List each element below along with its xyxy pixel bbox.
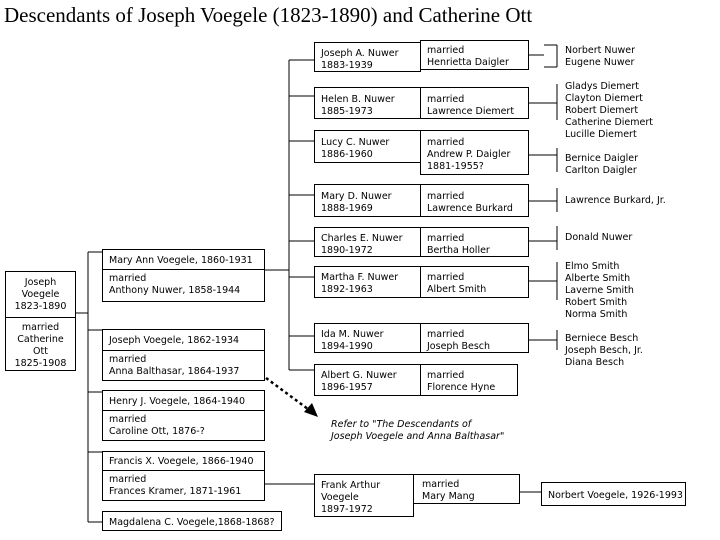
child-spouse: married Anna Balthasar, 1864-1937 [109, 354, 240, 377]
child-box-henry: Henry J. Voegele, 1864-1940 married Caro… [102, 390, 265, 441]
child-box-joseph: Joseph Voegele, 1862-1934 married Anna B… [102, 329, 265, 381]
root-person: Joseph Voegele 1823-1890 [14, 277, 67, 312]
child-person: Mary Ann Voegele, 1860-1931 [109, 255, 253, 266]
great-grandchildren-joseph-a: Norbert Nuwer Eugene Nuwer [565, 45, 635, 68]
child-box-mary-ann: Mary Ann Voegele, 1860-1931 married Anth… [102, 249, 265, 302]
child-person: Joseph Voegele, 1862-1934 [109, 335, 240, 346]
francis-child-spouse: married Mary Mang [413, 474, 520, 504]
grandchild-person-martha: Martha F. Nuwer 1892-1963 [314, 266, 421, 298]
grandchild-spouse-albert: married Florence Hyne [420, 364, 518, 396]
grandchild-spouse-joseph-a: married Henrietta Daigler [420, 40, 529, 70]
reference-note: Refer to "The Descendants of Joseph Voeg… [331, 419, 505, 442]
child-spouse: married Frances Kramer, 1871-1961 [109, 474, 242, 497]
grandchild-person-helen: Helen B. Nuwer 1885-1973 [314, 87, 421, 119]
child-spouse: married Anthony Nuwer, 1858-1944 [109, 273, 241, 296]
grandchild-person-ida: Ida M. Nuwer 1894-1990 [314, 323, 421, 353]
grandchild-spouse-mary-d: married Lawrence Burkard [420, 184, 529, 217]
child-person: Henry J. Voegele, 1864-1940 [109, 396, 245, 407]
grandchild-person-mary-d: Mary D. Nuwer 1888-1969 [314, 184, 421, 217]
grandchild-spouse-lucy: married Andrew P. Daigler 1881-1955? [420, 130, 529, 175]
page-title: Descendants of Joseph Voegele (1823-1890… [4, 3, 533, 27]
child-box-francis: Francis X. Voegele, 1866-1940 married Fr… [102, 451, 265, 501]
great-grandchildren-ida: Berniece Besch Joseph Besch, Jr. Diana B… [565, 333, 643, 368]
child-spouse: married Caroline Ott, 1876-? [109, 414, 205, 437]
francis-child-person: Frank Arthur Voegele 1897-1972 [314, 474, 414, 517]
grandchild-spouse-helen: married Lawrence Diemert [420, 87, 529, 119]
root-spouse: married Catherine Ott 1825-1908 [14, 322, 67, 369]
child-box-magdalena: Magdalena C. Voegele,1868-1868? [102, 511, 282, 531]
grandchild-spouse-charles: married Bertha Holler [420, 227, 529, 257]
child-person: Francis X. Voegele, 1866-1940 [109, 456, 254, 467]
grandchild-person-albert: Albert G. Nuwer 1896-1957 [314, 364, 421, 396]
great-grandchildren-martha: Elmo Smith Alberte Smith Laverne Smith R… [565, 261, 634, 320]
great-grandchildren-helen: Gladys Diemert Clayton Diemert Robert Di… [565, 81, 654, 140]
grandchild-person-lucy: Lucy C. Nuwer 1886-1960 [314, 130, 421, 163]
great-grandchildren-mary-d: Lawrence Burkard, Jr. [565, 195, 666, 206]
francis-grandchild: Norbert Voegele, 1926-1993 [541, 482, 686, 506]
grandchild-spouse-ida: married Joseph Besch [420, 323, 529, 353]
root-person-box: Joseph Voegele 1823-1890 married Catheri… [5, 271, 76, 371]
great-grandchildren-lucy: Bernice Daigler Carlton Daigler [565, 153, 639, 176]
grandchild-spouse-martha: married Albert Smith [420, 266, 529, 298]
grandchild-person-joseph-a: Joseph A. Nuwer 1883-1939 [314, 42, 421, 72]
great-grandchildren-charles: Donald Nuwer [565, 232, 633, 243]
reference-arrow [265, 376, 318, 417]
child-person: Magdalena C. Voegele,1868-1868? [109, 517, 275, 528]
grandchild-person-charles: Charles E. Nuwer 1890-1972 [314, 227, 421, 257]
